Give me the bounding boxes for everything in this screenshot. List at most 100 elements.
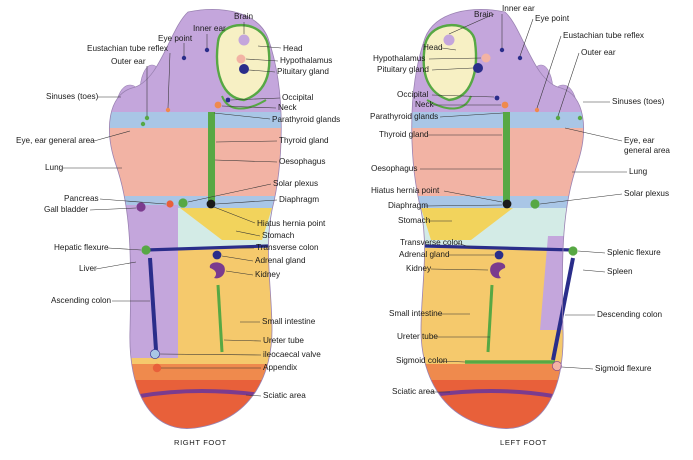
right-eye-dot xyxy=(181,55,187,61)
right-adrenal-dot xyxy=(212,250,222,260)
right-pituitary-dot xyxy=(239,64,249,74)
label-r-ileocaecal: ileocaecal valve xyxy=(263,350,321,359)
left-occipital-dot xyxy=(494,95,500,101)
label-l-sinuses: Sinuses (toes) xyxy=(612,97,665,106)
label-l-splenic-flexure: Splenic flexure xyxy=(607,248,661,257)
left-ureter xyxy=(486,284,494,353)
label-r-small-intestine: Small intestine xyxy=(262,317,316,326)
label-l-lung: Lung xyxy=(629,167,648,176)
right-sole-zones xyxy=(109,9,282,429)
left-adrenal-dot xyxy=(494,250,504,260)
label-l-stomach: Stomach xyxy=(398,216,431,225)
right-eustachian-dot xyxy=(165,107,171,113)
right-kidney-shape xyxy=(209,262,225,279)
left-outer-ear-dot xyxy=(555,115,561,121)
left-pituitary-dot xyxy=(473,63,483,73)
right-sciatic-line xyxy=(139,389,269,398)
label-r-thyroid: Thyroid gland xyxy=(279,136,329,145)
right-pancreas-dot xyxy=(166,200,174,208)
label-r-head: Head xyxy=(283,44,303,53)
left-foot-caption: LEFT FOOT xyxy=(500,438,547,447)
label-r-occipital: Occipital xyxy=(282,93,314,102)
right-zone-eye-ear-band xyxy=(109,112,282,128)
label-l-kidney: Kidney xyxy=(406,264,432,273)
left-big-toe xyxy=(422,23,478,102)
right-zone-stomach xyxy=(180,208,272,240)
label-r-liver: Liver xyxy=(79,264,97,273)
label-l-outer-ear: Outer ear xyxy=(581,48,616,57)
label-l-sigmoid-colon: Sigmoid colon xyxy=(396,356,448,365)
right-ureter xyxy=(216,284,224,353)
label-l-brain: Brain xyxy=(474,10,494,19)
right-foot-caption: RIGHT FOOT xyxy=(174,438,227,447)
left-sigmoid-flexure-dot xyxy=(552,361,562,371)
label-l-neck: Neck xyxy=(415,100,435,109)
right-sinus-dot xyxy=(140,121,146,127)
right-transverse-colon xyxy=(145,244,269,252)
label-r-oesophagus: Oesophagus xyxy=(279,157,325,166)
left-neck-dot xyxy=(501,101,509,109)
left-descending-colon xyxy=(551,257,575,361)
right-ileocaecal-dot xyxy=(150,349,160,359)
label-l-parathyroid: Parathyroid glands xyxy=(370,112,438,121)
label-r-eye-point: Eye point xyxy=(158,34,193,43)
label-r-ureter: Ureter tube xyxy=(263,336,304,345)
left-big-toe-neck xyxy=(426,95,472,110)
label-r-pituitary: Pituitary gland xyxy=(277,67,329,76)
label-r-hiatus-hernia: Hiatus hernia point xyxy=(257,219,326,228)
label-l-eye-ear-general-2: general area xyxy=(624,146,670,155)
label-l-diaphragm: Diaphragm xyxy=(388,201,428,210)
label-l-eye-point: Eye point xyxy=(535,14,570,23)
left-sinus-dot xyxy=(577,115,583,121)
left-eustachian-dot xyxy=(534,107,540,113)
left-foot-labels: Brain Inner ear Eye point Eustachian tub… xyxy=(370,4,670,447)
left-eye-dot xyxy=(517,55,523,61)
right-zone-sciatic xyxy=(109,380,282,429)
right-brain-dot xyxy=(238,34,250,46)
label-l-hypothalamus: Hypothalamus xyxy=(373,54,425,63)
right-outer-ear-dot xyxy=(144,115,150,121)
left-hypothalamus-dot xyxy=(481,53,491,63)
right-foot-labels: Brain Inner ear Eye point Eustachian tub… xyxy=(16,12,340,447)
label-r-outer-ear: Outer ear xyxy=(111,57,146,66)
label-r-eye-ear-general: Eye, ear general area xyxy=(16,136,95,145)
label-r-transverse-colon: Transverse colon xyxy=(256,243,319,252)
left-brain-dot xyxy=(443,34,455,46)
left-oesophagus xyxy=(503,112,510,204)
label-l-inner-ear: Inner ear xyxy=(502,4,535,13)
right-diaphragm-dot xyxy=(206,199,216,209)
label-l-occipital: Occipital xyxy=(397,90,429,99)
label-l-eustachian: Eustachian tube reflex xyxy=(563,31,644,40)
right-zone-liver xyxy=(112,205,178,358)
label-r-stomach: Stomach xyxy=(262,231,295,240)
label-r-kidney: Kidney xyxy=(255,270,281,279)
label-r-solar-plexus: Solar plexus xyxy=(273,179,318,188)
label-l-sciatic: Sciatic area xyxy=(392,387,435,396)
label-l-ureter: Ureter tube xyxy=(397,332,438,341)
label-r-inner-ear: Inner ear xyxy=(193,24,226,33)
left-sciatic-line xyxy=(424,389,554,398)
right-gall-bladder-dot xyxy=(136,202,146,212)
label-r-parathyroid: Parathyroid glands xyxy=(272,115,340,124)
left-transverse-colon xyxy=(424,244,574,252)
label-r-hepatic-flexure: Hepatic flexure xyxy=(54,243,109,252)
right-solar-plexus-dot xyxy=(178,198,188,208)
label-l-descending-colon: Descending colon xyxy=(597,310,663,319)
label-r-sciatic: Sciatic area xyxy=(263,391,306,400)
label-l-head: Head xyxy=(423,43,443,52)
label-r-hypothalamus: Hypothalamus xyxy=(280,56,332,65)
label-l-solar-plexus: Solar plexus xyxy=(624,189,669,198)
label-r-gall-bladder: Gall bladder xyxy=(44,205,88,214)
label-r-sinuses: Sinuses (toes) xyxy=(46,92,99,101)
right-hepatic-flexure-dot xyxy=(141,245,151,255)
left-diaphragm-dot xyxy=(502,199,512,209)
right-big-toe-neck xyxy=(221,95,267,110)
label-l-small-intestine: Small intestine xyxy=(389,309,443,318)
label-l-transverse-colon: Transverse colon xyxy=(400,238,463,247)
label-r-diaphragm: Diaphragm xyxy=(279,195,319,204)
label-r-eustachian: Eustachian tube reflex xyxy=(87,44,168,53)
label-l-thyroid: Thyroid gland xyxy=(379,130,429,139)
left-inner-ear-dot xyxy=(499,47,505,53)
left-zone-lung xyxy=(411,128,584,196)
